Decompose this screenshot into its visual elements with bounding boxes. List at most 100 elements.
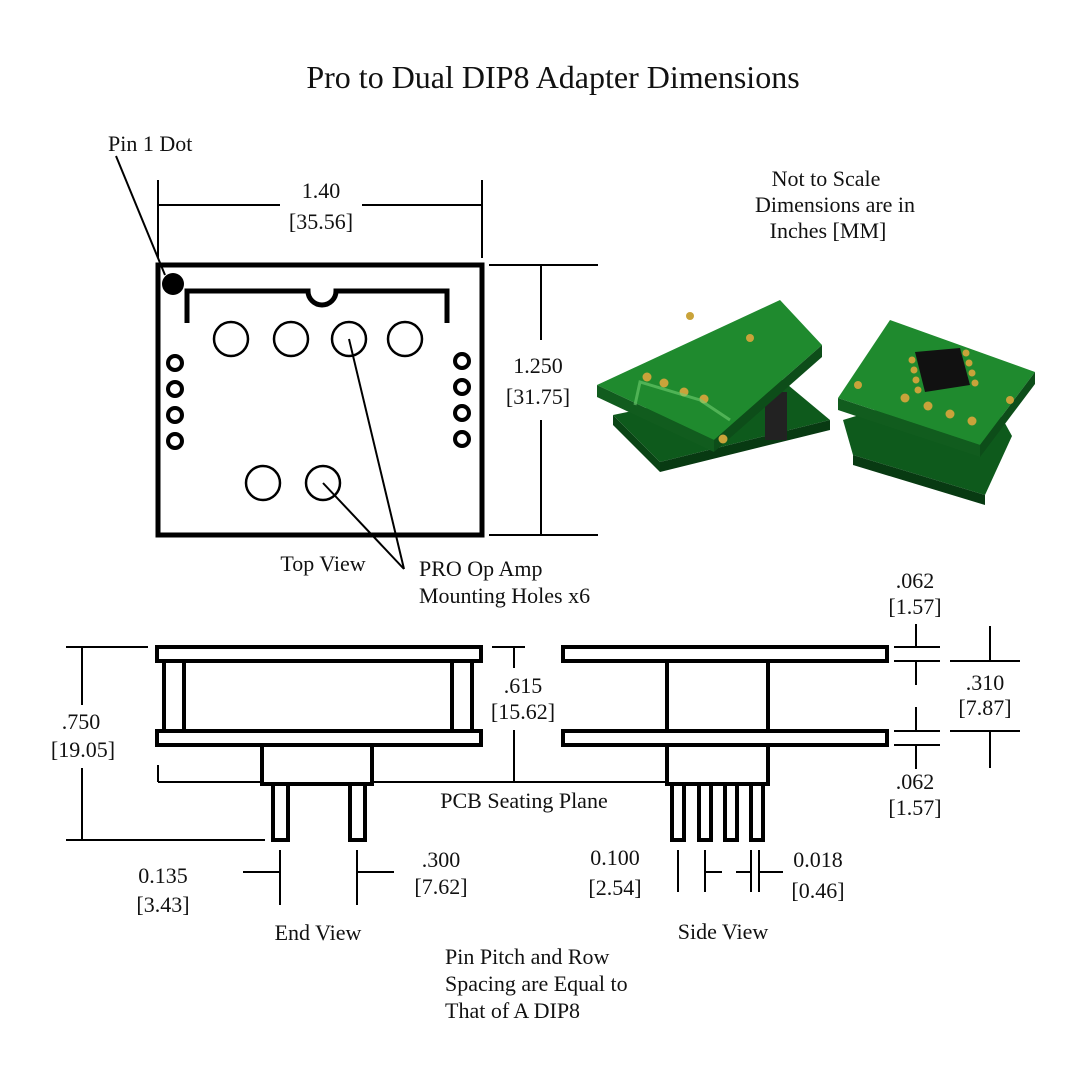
- pcb-upper-edge: [838, 398, 980, 457]
- chip-pin: [912, 376, 920, 384]
- gold-pad: [686, 312, 694, 320]
- pin-length-label: 0.135: [138, 863, 188, 888]
- end-view-bottom-board: [155, 729, 483, 747]
- pcb-trace: [633, 380, 731, 422]
- row-spacing-mm-label: [7.62]: [414, 874, 467, 899]
- end-view: .750 [19.05] .615 [15.62] PCB Seating Pl…: [51, 645, 667, 945]
- side-view-top-board: [561, 645, 889, 663]
- end-view-caption: End View: [275, 920, 362, 945]
- holes-label-line1: PRO Op Amp: [419, 556, 542, 581]
- side-view: .062 [1.57] .310 [7.87] .062 [1.57] 0.10…: [561, 568, 1020, 944]
- board-gap-mm-label: [15.62]: [491, 699, 555, 724]
- chip-pin: [908, 356, 916, 364]
- holes-leader-line: [348, 338, 405, 570]
- chip-pin: [965, 359, 973, 367]
- height-mm-label: [31.75]: [506, 384, 570, 409]
- drawing-title: Pro to Dual DIP8 Adapter Dimensions: [306, 59, 799, 95]
- pin-width-mm-label: [0.46]: [791, 878, 844, 903]
- note-line1: Not to Scale: [772, 166, 881, 191]
- pcb-upper-edge: [980, 372, 1035, 457]
- height-label: 1.250: [513, 353, 563, 378]
- top-view-silkscreen-outline: [184, 288, 450, 323]
- side-view-pin-header: [665, 743, 770, 786]
- footnote: Pin Pitch and Row Spacing are Equal to T…: [445, 944, 628, 1023]
- end-view-pin-header: [260, 743, 374, 786]
- pin-width-label: 0.018: [793, 847, 843, 872]
- pcb-upper-edge: [714, 345, 822, 452]
- end-view-pin: [348, 782, 367, 842]
- chip-pin: [962, 349, 970, 357]
- side-view-pin: [670, 782, 686, 842]
- mounting-hole: [272, 320, 310, 358]
- pin-length-mm-label: [3.43]: [136, 892, 189, 917]
- scale-note: Not to Scale Dimensions are in Inches [M…: [755, 166, 915, 243]
- pcb-upper-board: [597, 300, 822, 440]
- pcb-upper-edge: [597, 385, 714, 452]
- pin-pitch-label: 0.100: [590, 845, 640, 870]
- footnote-line1: Pin Pitch and Row: [445, 944, 610, 969]
- overall-height-mm-label: [19.05]: [51, 737, 115, 762]
- bottom-thickness-label: .062: [896, 769, 935, 794]
- gold-pad: [967, 416, 977, 426]
- board-gap-label: .615: [504, 673, 543, 698]
- pin1-label: Pin 1 Dot: [108, 131, 192, 156]
- top-thickness-label: .062: [896, 568, 935, 593]
- top-thickness-mm-label: [1.57]: [888, 594, 941, 619]
- stack-height-label: .310: [966, 670, 1005, 695]
- note-line3: Inches [MM]: [770, 218, 887, 243]
- row-spacing-label: .300: [422, 847, 461, 872]
- gold-pad: [923, 401, 933, 411]
- pin-pad: [453, 430, 471, 448]
- end-view-header-right: [450, 659, 474, 733]
- end-view-pin: [271, 782, 290, 842]
- footnote-line2: Spacing are Equal to: [445, 971, 628, 996]
- stack-height-mm-label: [7.87]: [958, 695, 1011, 720]
- gold-pad: [945, 409, 955, 419]
- top-view-caption: Top View: [280, 551, 365, 576]
- pin-pad: [166, 406, 184, 424]
- left-pin-pads: [166, 354, 184, 450]
- pcb-lower-edge: [660, 420, 830, 472]
- right-pin-pads: [453, 352, 471, 448]
- adapter-photo-left: [597, 300, 830, 472]
- mounting-hole: [386, 320, 424, 358]
- gold-pad: [718, 434, 728, 444]
- top-view: Pin 1 Dot 1.40 [35.56] 1.250 [31.75] Top…: [108, 131, 598, 608]
- adapter-photo: [597, 300, 1035, 505]
- seating-plane-label: PCB Seating Plane: [440, 788, 607, 813]
- pin-pad: [453, 404, 471, 422]
- chip-pin: [910, 366, 918, 374]
- chip-pin: [968, 369, 976, 377]
- pin1-leader-line: [115, 155, 166, 276]
- pin1-dot: [162, 273, 184, 295]
- gold-pad: [746, 334, 754, 342]
- holes-leader-line: [322, 482, 405, 570]
- end-view-header-left: [162, 659, 186, 733]
- pin-pitch-mm-label: [2.54]: [588, 875, 641, 900]
- end-view-top-board: [155, 645, 483, 663]
- width-mm-label: [35.56]: [289, 209, 353, 234]
- pin-pad: [166, 380, 184, 398]
- note-line2: Dimensions are in: [755, 192, 915, 217]
- side-view-caption: Side View: [678, 919, 769, 944]
- pin-pad: [453, 378, 471, 396]
- side-view-pin: [723, 782, 739, 842]
- side-view-pin: [697, 782, 713, 842]
- pcb-lower-edge: [613, 415, 660, 472]
- holes-label-line2: Mounting Holes x6: [419, 583, 590, 608]
- mounting-hole: [330, 320, 368, 358]
- side-view-header: [665, 659, 770, 733]
- width-label: 1.40: [302, 178, 341, 203]
- footnote-line3: That of A DIP8: [445, 998, 580, 1023]
- side-view-bottom-board: [561, 729, 889, 747]
- pcb-spacer: [765, 392, 787, 440]
- gold-pad: [1006, 396, 1014, 404]
- pin-pad: [166, 432, 184, 450]
- pin-pad: [166, 354, 184, 372]
- gold-pad: [854, 381, 862, 389]
- pcb-lower-edge: [853, 455, 985, 505]
- mounting-hole: [304, 464, 342, 502]
- gold-pad: [900, 393, 910, 403]
